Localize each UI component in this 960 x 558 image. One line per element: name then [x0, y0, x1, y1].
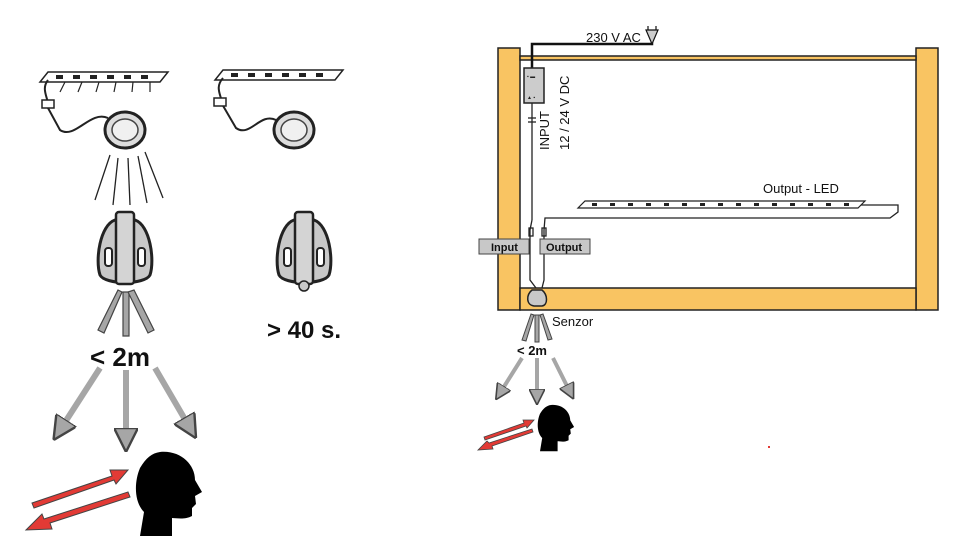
input-box: [478, 238, 530, 255]
plug-icon: [645, 26, 659, 46]
power-supply: [523, 67, 545, 104]
right-detection-arrows: [500, 356, 570, 397]
sensor-beams: [97, 289, 155, 337]
svg-text:▲ ▪: ▲ ▪: [527, 95, 535, 101]
strip-light-active: [39, 71, 169, 206]
detection-arrows: [60, 366, 190, 440]
power-label: 230 V AC: [586, 30, 641, 45]
output-led-label: Output - LED: [763, 181, 839, 196]
input-box-label: Input: [491, 242, 518, 254]
mini-sensor-icon: [527, 289, 548, 307]
right-movement-arrows: [476, 419, 535, 451]
wiring: [528, 103, 899, 289]
right-person-head-icon: [537, 404, 575, 452]
output-box-label: Output: [546, 242, 582, 254]
sensor-label: Senzor: [552, 314, 594, 329]
input-vertical-label: INPUT: [537, 111, 552, 150]
svg-text:▪ ▬: ▪ ▬: [527, 74, 535, 80]
strip-light-inactive: [213, 69, 344, 150]
motion-sensor-icon: [96, 210, 154, 286]
person-head-icon: [135, 451, 202, 536]
delay-label: > 40 s.: [267, 317, 341, 344]
output-box: [539, 238, 591, 255]
motion-sensor-idle-icon: [275, 210, 333, 286]
movement-arrows: [24, 469, 131, 531]
led-strip: [576, 200, 867, 209]
left-distance-label: < 2m: [90, 342, 150, 372]
right-distance-label: < 2m: [517, 343, 547, 358]
dc-voltage-label: 12 / 24 V DC: [557, 76, 572, 150]
